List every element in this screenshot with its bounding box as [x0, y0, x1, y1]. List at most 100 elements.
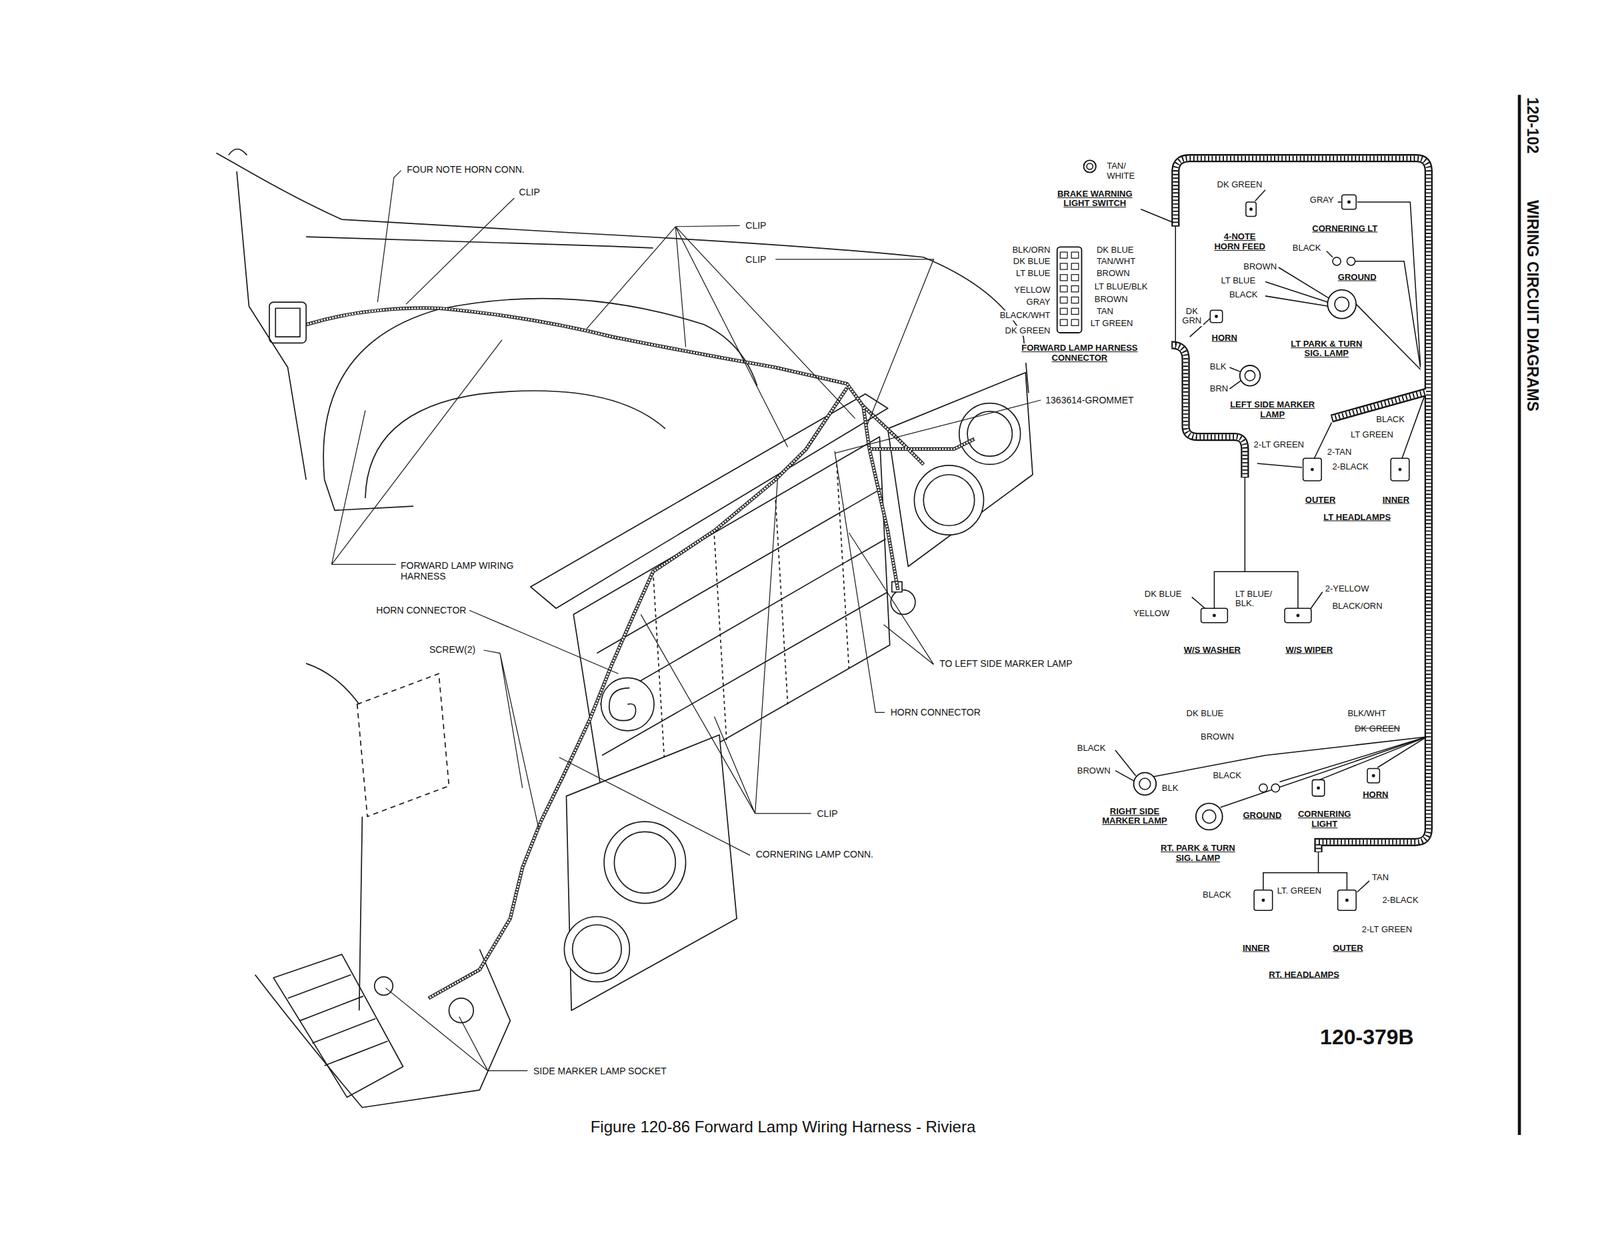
leader-line: [640, 479, 812, 814]
leader-line: [559, 757, 750, 856]
component-label: RIGHT SIDE MARKER LAMP: [1100, 806, 1170, 827]
component-label: HORN: [1211, 332, 1238, 343]
harness-connector: [1057, 246, 1082, 333]
connector-symbol: [1284, 608, 1312, 622]
wiring-harness: [869, 448, 898, 590]
vehicle-illustration: [890, 590, 916, 615]
connector-symbol: [1261, 898, 1265, 902]
vehicle-illustration: [357, 673, 450, 816]
connector-symbol: [1212, 614, 1216, 618]
wire-color-label: DK GREEN: [1354, 723, 1401, 734]
wire-color-label: LT BLUE/ BLK.: [1234, 589, 1285, 610]
vehicle-illustration: [306, 236, 653, 248]
harness-band: [1175, 158, 1429, 852]
connector-symbol: [1372, 774, 1376, 778]
wire: [1338, 201, 1342, 203]
harness-band: [1171, 158, 1429, 852]
wire-color-label: BROWN: [1094, 294, 1129, 304]
component-label: 4-NOTE HORN FEED: [1212, 232, 1268, 252]
wire-color-label: GRAY: [1026, 297, 1052, 308]
wire-color-label: 2-BLACK: [1331, 461, 1369, 472]
leader-line: [484, 650, 540, 829]
wiring-harness: [428, 388, 848, 998]
leader-line: [775, 259, 934, 425]
page-rule: [1518, 94, 1522, 1135]
figure-caption: Figure 120-86 Forward Lamp Wiring Harnes…: [590, 1117, 977, 1136]
callout-label: TO LEFT SIDE MARKER LAMP: [938, 658, 1073, 669]
callout-label: HORN CONNECTOR: [890, 706, 982, 718]
wire-color-label: BLACK: [1292, 242, 1322, 253]
lamp-symbol: [1334, 296, 1349, 311]
wire: [1255, 190, 1266, 202]
wiring-harness: [306, 308, 975, 998]
leader-line: [331, 340, 502, 565]
component-label: BRAKE WARNING LIGHT SWITCH: [1055, 189, 1134, 210]
wire-color-label: 2-BLACK: [1381, 895, 1419, 906]
vehicle-illustration: [228, 148, 248, 155]
component-label: INNER: [1382, 495, 1410, 506]
component-label: LEFT SIDE MARKER LAMP: [1228, 400, 1317, 420]
callout-label: HORN CONNECTOR: [375, 604, 467, 616]
wiring-harness: [428, 388, 848, 998]
wire-color-label: DK BLUE: [1144, 588, 1183, 599]
wire: [1318, 872, 1348, 890]
harness-connector: [1071, 308, 1079, 314]
wiring-harness: [869, 448, 898, 590]
wire: [1115, 770, 1134, 781]
vehicle-illustration: [573, 436, 890, 808]
vehicle-illustration: [324, 479, 414, 510]
connector-symbol: [1390, 458, 1410, 481]
connector-symbol: [1316, 786, 1320, 790]
harness-connector: [1071, 252, 1079, 258]
wire-color-label: BLK/ORN: [1011, 245, 1051, 256]
vehicle-illustration: [609, 688, 636, 721]
callout-label: FORWARD LAMP WIRING HARNESS: [400, 560, 517, 582]
wire: [1310, 592, 1322, 610]
leader-line: [834, 451, 885, 713]
vehicle-illustration: [216, 153, 1028, 394]
callout-label: CLIP: [744, 220, 767, 231]
connector-symbol: [1246, 202, 1256, 216]
vehicle-illustration: [374, 976, 394, 996]
component-label: INNER: [1242, 942, 1270, 953]
harness-connector: [1071, 274, 1079, 281]
connector-symbol: [1310, 468, 1314, 472]
wiring-harness: [306, 308, 975, 998]
vehicle-illustration: [530, 394, 888, 608]
wire-color-label: DK GREEN: [1216, 180, 1264, 190]
page-header: WIRING CIRCUIT DIAGRAMS: [1524, 199, 1542, 412]
harness-connector: [1060, 252, 1068, 258]
wire-color-label: LT. GREEN: [1276, 886, 1322, 896]
callout-label: CLIP: [518, 186, 541, 198]
wire-color-label: 2-LT GREEN: [1253, 440, 1305, 450]
callout-label: CORNERING LAMP CONN.: [755, 848, 874, 860]
harness-connector: [1057, 246, 1082, 333]
harness-connector: [1071, 319, 1079, 326]
vehicle-illustration: [365, 390, 666, 498]
wire-color-label: BLK/WHT: [1346, 708, 1387, 718]
lamp-symbol: [1327, 290, 1356, 319]
wire-color-label: BLACK: [1212, 770, 1242, 781]
connector-symbol: [1312, 779, 1324, 796]
wire-color-label: DK BLUE: [1012, 256, 1052, 266]
callout-label: SCREW(2): [428, 643, 476, 654]
wire: [1356, 304, 1420, 370]
wire-color-label: BLACK: [1202, 890, 1232, 900]
vehicle-illustration: [967, 411, 1012, 456]
wiring-harness: [306, 308, 975, 998]
harness-connector: [1060, 263, 1068, 270]
vehicle-illustration: [604, 821, 686, 903]
connector-symbol: [1201, 194, 1410, 910]
component-label: RT. HEADLAMPS: [1268, 969, 1340, 980]
terminal-symbol: [1346, 257, 1355, 266]
wire-color-label: LT BLUE: [1220, 275, 1257, 286]
callout-label: 1363614-GROMMET: [1044, 394, 1134, 406]
vehicle-illustration: [275, 308, 300, 337]
leader-line: [386, 988, 528, 1071]
component-label: FORWARD LAMP HARNESS CONNECTOR: [1019, 343, 1140, 364]
component-label: HORN: [1362, 790, 1389, 800]
harness-connector: [1060, 286, 1068, 292]
wire-color-label: YELLOW: [1132, 608, 1170, 618]
